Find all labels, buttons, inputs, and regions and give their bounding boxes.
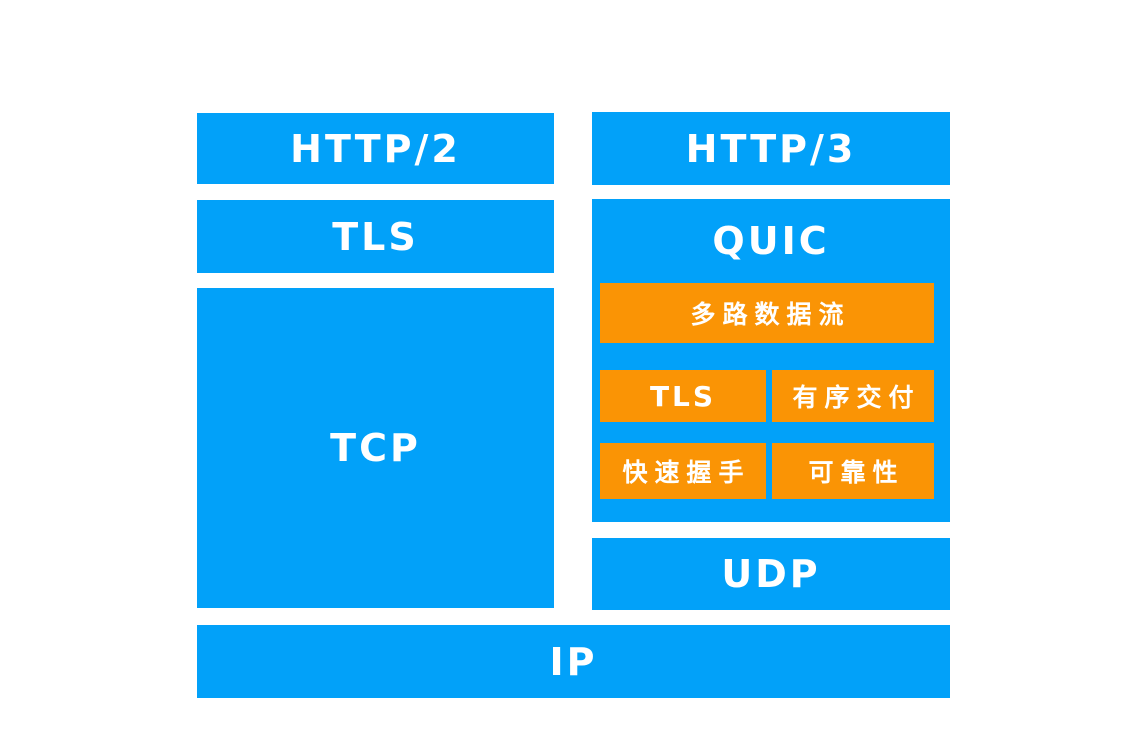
- http3-box: HTTP/3: [592, 112, 950, 185]
- quic-label: QUIC: [712, 219, 830, 263]
- ip-box: IP: [197, 625, 950, 698]
- quic-feature-multiplexed-streams: 多路数据流: [600, 283, 934, 343]
- tcp-box: TCP: [197, 288, 554, 608]
- quic-box: QUIC 多路数据流 TLS 有序交付 快速握手 可靠性: [592, 199, 950, 522]
- http2-box: HTTP/2: [197, 113, 554, 184]
- quic-feature-fast-handshake: 快速握手: [600, 443, 766, 499]
- udp-box: UDP: [592, 538, 950, 610]
- quic-feature-ordered-delivery: 有序交付: [772, 370, 934, 422]
- quic-feature-reliability: 可靠性: [772, 443, 934, 499]
- quic-feature-tls: TLS: [600, 370, 766, 422]
- tls-box: TLS: [197, 200, 554, 273]
